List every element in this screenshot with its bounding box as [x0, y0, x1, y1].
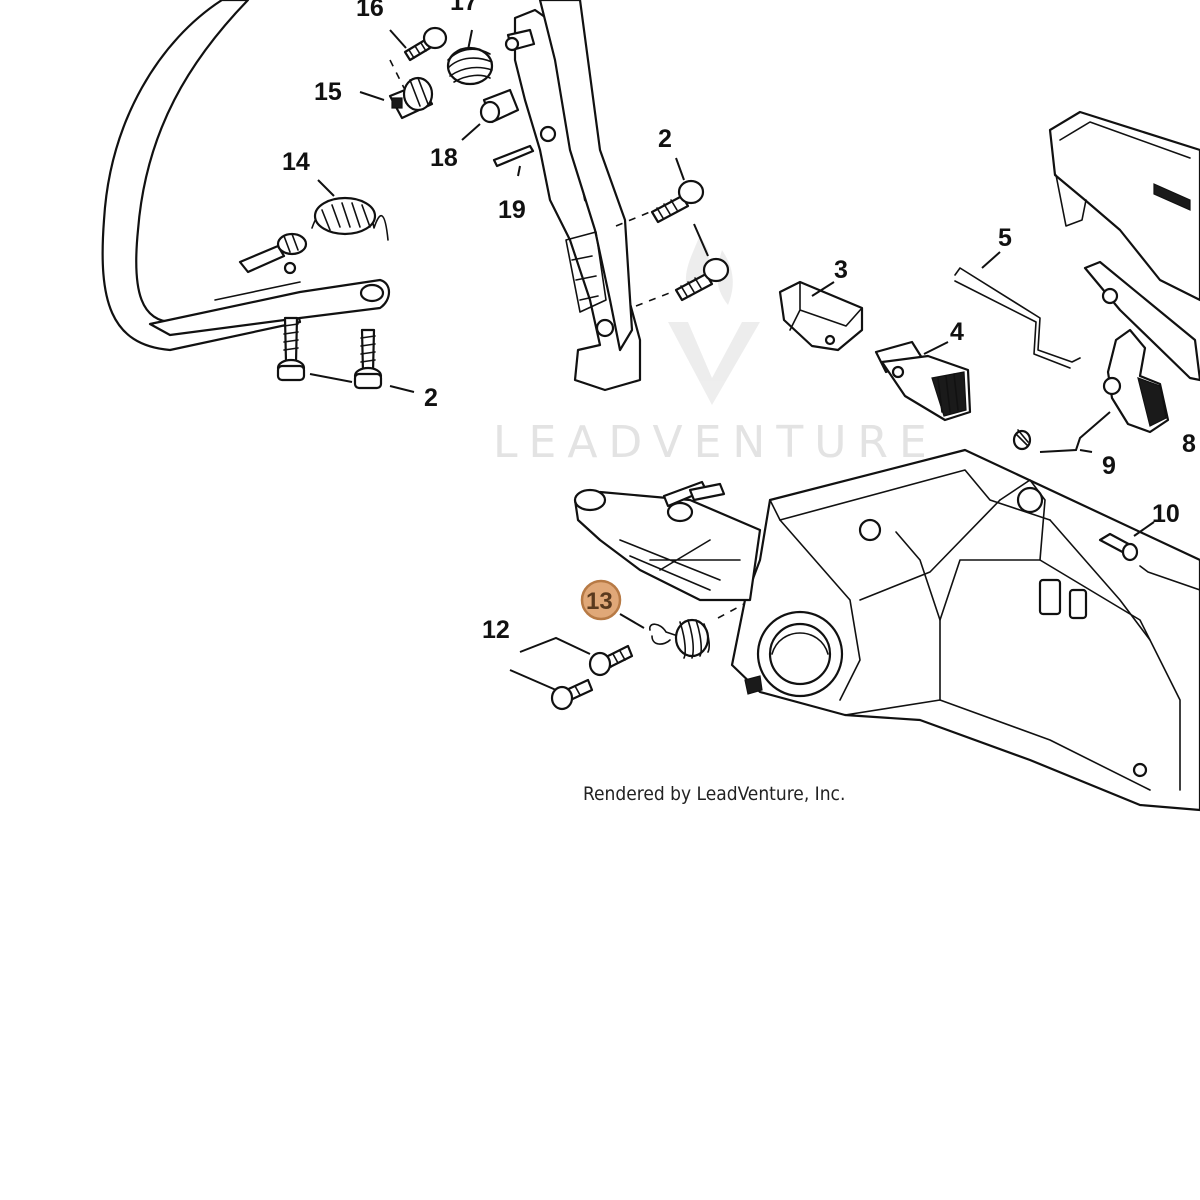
main-housing: [730, 448, 1200, 812]
callout-14[interactable]: 14: [282, 148, 310, 176]
front-handle: [101, 0, 391, 352]
pin-10: [1098, 532, 1200, 591]
callout-9[interactable]: 9: [1102, 452, 1116, 480]
callout-16[interactable]: 16: [356, 0, 384, 22]
bracket: [573, 480, 762, 602]
callout-5[interactable]: 5: [998, 224, 1012, 252]
callout-19[interactable]: 19: [498, 196, 526, 224]
callout-2-top[interactable]: 2: [658, 125, 672, 153]
callout-10[interactable]: 10: [1152, 500, 1180, 528]
screw-2-top-a: [650, 179, 705, 224]
callout-13-highlight[interactable]: 13: [580, 579, 622, 621]
credit-text: Rendered by LeadVenture, Inc.: [583, 783, 845, 805]
watermark-text: LEADVENTURE: [493, 417, 938, 468]
screw-2-left-b: [353, 328, 383, 390]
callout-15[interactable]: 15: [314, 78, 342, 106]
callout-4[interactable]: 4: [950, 318, 964, 346]
callout-2-bottom[interactable]: 2: [424, 384, 438, 412]
screw-16: [403, 26, 448, 62]
cover-3: [778, 280, 864, 352]
screw-12-a: [588, 644, 634, 677]
rear-handle: [504, 0, 642, 392]
callout-3[interactable]: 3: [834, 256, 848, 284]
trigger-8: [1083, 260, 1200, 434]
screw-2-left-a: [276, 316, 306, 382]
grommet-15: [388, 76, 434, 120]
spring-17: [446, 46, 494, 86]
highlight-circle: [580, 579, 622, 621]
callout-18[interactable]: 18: [430, 144, 458, 172]
screw-12-b: [550, 678, 594, 711]
top-cover: [1048, 110, 1200, 302]
callout-12[interactable]: 12: [482, 616, 510, 644]
spring-14: [311, 196, 389, 241]
interlock-4: [874, 340, 972, 422]
spring-9: [1012, 429, 1032, 451]
rod-5: [954, 267, 1081, 369]
spring-13: [649, 618, 710, 659]
pin-19: [492, 144, 535, 168]
buffer-18: [479, 88, 520, 124]
callout-13[interactable]: 13: [586, 588, 613, 615]
screw-2-top-b: [674, 257, 730, 302]
callout-17[interactable]: 17: [450, 0, 478, 16]
callout-8[interactable]: 8: [1182, 430, 1196, 458]
mount-spring: [238, 232, 308, 275]
